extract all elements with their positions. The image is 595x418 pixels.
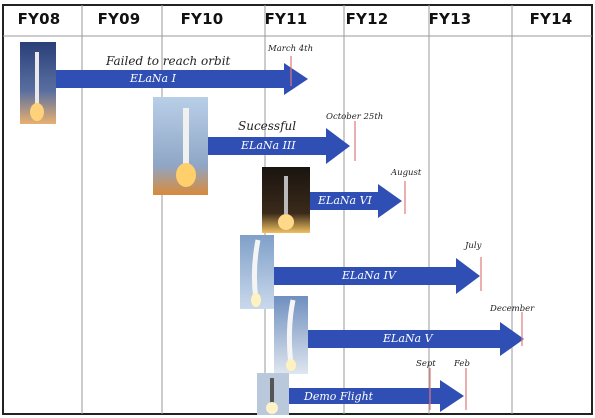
mission-1-date: March 4th (268, 44, 314, 54)
fy10-header: FY10 (180, 10, 224, 28)
mission-5-elana-v (274, 296, 524, 374)
mission-4-date: July (465, 241, 482, 251)
mission-6-demo-flight (257, 368, 467, 415)
mission-1-arrow (56, 63, 308, 95)
fy11-header: FY11 (264, 10, 308, 28)
mission-4-elana-iv (240, 235, 482, 309)
mission-6-date-sept: Sept (416, 359, 436, 369)
mission-6-arrow (289, 380, 464, 412)
mission-2-status: Sucessful (238, 119, 297, 133)
mission-2-elana-iii (153, 97, 356, 195)
mission-5-arrow (308, 322, 524, 356)
mission-3-arrow (310, 184, 402, 218)
fy13-header: FY13 (428, 10, 472, 28)
mission-3-label: ELaNa VI (318, 194, 372, 207)
mission-6-label: Demo Flight (304, 390, 374, 403)
mission-2-label: ELaNa III (241, 139, 296, 152)
mission-4-arrow (274, 258, 480, 294)
mission-1-label: ELaNa I (130, 72, 176, 85)
mission-5-date: December (490, 304, 535, 314)
fy12-header: FY12 (345, 10, 389, 28)
mission-1-status: Failed to reach orbit (106, 54, 231, 68)
mission-5-label: ELaNa V (383, 332, 433, 345)
mission-3-date: August (391, 168, 422, 178)
mission-1-elana-i (20, 42, 308, 124)
mission-3-elana-vi (262, 167, 406, 233)
fy09-header: FY09 (97, 10, 141, 28)
mission-6-date-feb: Feb (454, 359, 470, 369)
mission-2-arrow (208, 128, 350, 164)
mission-2-date: October 25th (326, 112, 384, 122)
frame-border (2, 4, 593, 415)
fy14-header: FY14 (529, 10, 573, 28)
mission-4-label: ELaNa IV (342, 269, 396, 282)
fy08-header: FY08 (17, 10, 61, 28)
